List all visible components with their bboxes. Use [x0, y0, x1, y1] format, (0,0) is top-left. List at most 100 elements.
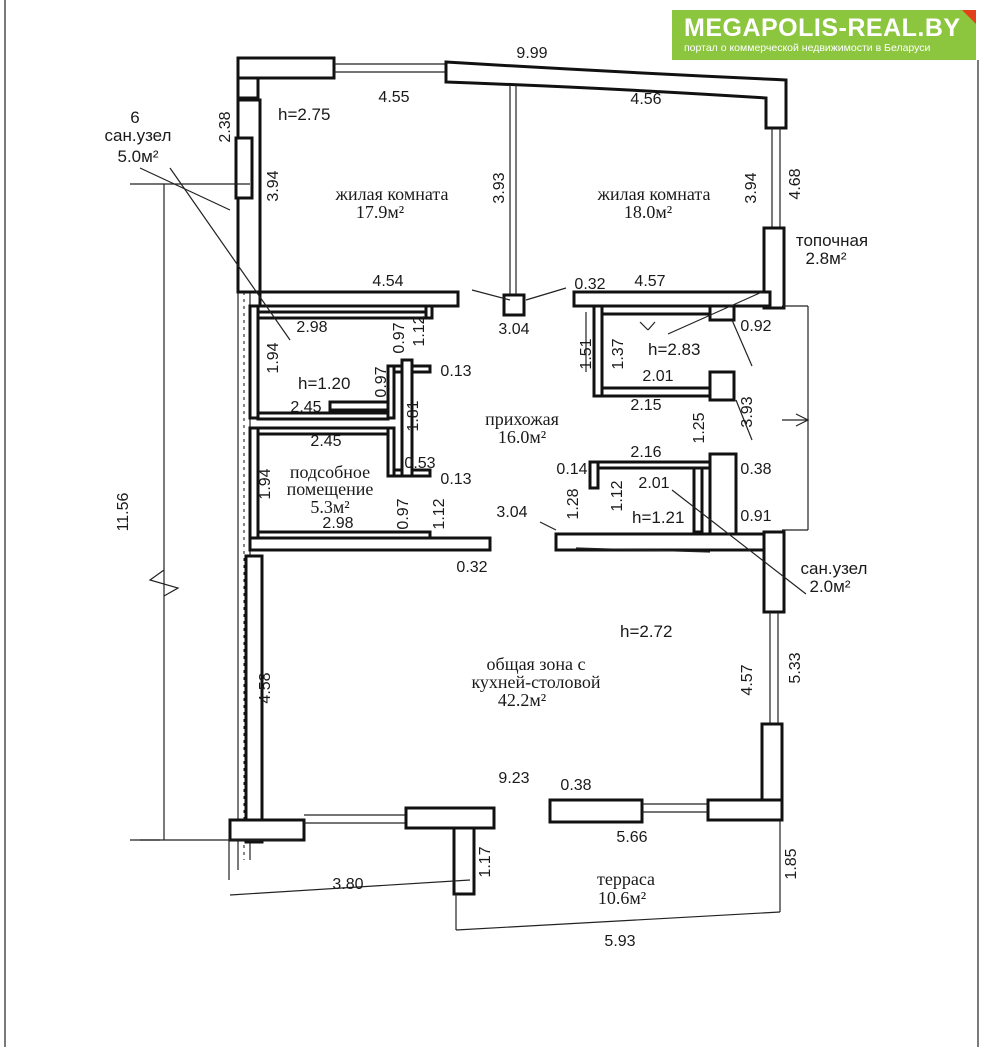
dim-label: 9.23 — [498, 770, 529, 787]
boiler-block — [585, 304, 810, 531]
wall-bottom-right — [548, 798, 644, 824]
dim-label: 9.99 — [516, 45, 547, 62]
height-living1: h=2.75 — [278, 105, 330, 124]
dim-label: 3.93 — [491, 172, 508, 203]
wall-living1-bottom — [258, 290, 460, 308]
dim-label: 2.01 — [638, 475, 669, 492]
boiler-name: топочная — [796, 231, 868, 250]
dim-label: 2.16 — [630, 444, 661, 461]
living2-area: 18.0м² — [624, 202, 672, 222]
wall-bottom-mid — [404, 806, 496, 830]
wall-living2-bottom — [572, 290, 772, 308]
wall-hall-bottom-left — [248, 536, 492, 552]
dim-label: 1.28 — [565, 488, 582, 519]
dim-label: 11.56 — [115, 492, 132, 531]
dimension-lines — [130, 167, 807, 931]
dim-label: 3.94 — [743, 172, 760, 203]
wall-right-lower — [706, 612, 784, 822]
bath2-area: 2.0м² — [810, 577, 851, 596]
dim-label: 0.97 — [373, 366, 390, 397]
hall-area: 16.0м² — [498, 427, 546, 447]
dim-label: 1.12 — [411, 315, 428, 346]
logo-subtitle: портал о коммерческой недвижимости в Бел… — [684, 42, 931, 54]
dim-label: 5.66 — [616, 829, 647, 846]
wall-right-upper — [762, 128, 786, 310]
living1-name: жилая комната — [335, 184, 449, 204]
dim-label: 0.92 — [740, 318, 771, 335]
dim-label: 4.68 — [787, 168, 804, 199]
terrace-post — [452, 826, 476, 896]
height-bath1: h=1.20 — [298, 374, 350, 393]
dim-label: 3.04 — [498, 321, 529, 338]
dim-label: 0.97 — [395, 498, 412, 529]
dim-label: 3.80 — [332, 876, 363, 893]
bath2-block — [588, 452, 786, 614]
bath1-area: 5.0м² — [118, 147, 159, 166]
top-wall — [236, 56, 788, 130]
logo-title: MEGAPOLIS-REAL.BY — [684, 14, 961, 42]
dimension-labels: 9.99 4.55 4.56 4.54 0.32 4.57 2.98 3.04 … — [290, 45, 771, 950]
dim-label: 4.58 — [257, 672, 274, 703]
wall-left-lower — [244, 554, 264, 844]
dim-label: 4.57 — [739, 664, 756, 695]
living2-name: жилая комната — [597, 184, 711, 204]
dim-label: 1.94 — [257, 468, 274, 499]
dim-label: 5.93 — [604, 933, 635, 950]
bath2-name: сан.узел — [801, 559, 868, 578]
dim-label: 0.91 — [740, 508, 771, 525]
height-bath2: h=1.21 — [632, 508, 684, 527]
dim-label: 1.81 — [405, 400, 422, 431]
dim-label: 0.53 — [404, 455, 435, 472]
common-name-2: кухней-столовой — [471, 672, 600, 692]
common-area: 42.2м² — [498, 690, 546, 710]
dim-label: 0.32 — [574, 276, 605, 293]
terrace-name: терраса — [597, 869, 655, 889]
dim-label: 1.51 — [578, 338, 595, 369]
bath1-block — [248, 304, 434, 421]
dim-label: 2.98 — [296, 319, 327, 336]
dim-label: 2.98 — [322, 515, 353, 532]
dim-label: 4.55 — [378, 89, 409, 106]
height-common: h=2.72 — [620, 622, 672, 641]
dim-label: 0.14 — [556, 461, 587, 478]
height-boiler: h=2.83 — [648, 340, 700, 359]
bath1-number: 6 — [130, 108, 139, 127]
dim-label: 1.37 — [610, 338, 627, 369]
wall-left-notch — [234, 136, 254, 200]
dim-label: 1.12 — [609, 480, 626, 511]
dim-label: 1.12 — [431, 498, 448, 529]
dim-label: 4.57 — [634, 273, 665, 290]
dim-label: 2.45 — [290, 399, 321, 416]
dim-label: 3.93 — [739, 396, 756, 427]
dim-label: 1.25 — [691, 412, 708, 443]
dim-label: 0.38 — [560, 777, 591, 794]
dim-label: 5.33 — [787, 652, 804, 683]
dim-label: 0.13 — [440, 363, 471, 380]
logo-corner-icon — [962, 10, 976, 24]
dim-label: 1.17 — [477, 846, 494, 877]
dim-label: 2.45 — [310, 433, 341, 450]
storage-name-2: помещение — [287, 479, 374, 499]
dim-label: 4.54 — [372, 273, 403, 290]
boiler-area: 2.8м² — [806, 249, 847, 268]
dim-label: 3.94 — [265, 170, 282, 201]
dim-label: 0.38 — [740, 461, 771, 478]
hall-name: прихожая — [485, 409, 559, 429]
dim-label: 2.01 — [642, 368, 673, 385]
dim-label: 0.97 — [391, 322, 408, 353]
dim-label: 2.15 — [630, 397, 661, 414]
storage-name-1: подсобное — [290, 462, 370, 482]
dim-label: 0.13 — [440, 471, 471, 488]
common-name-1: общая зона с — [487, 654, 586, 674]
dim-label: 3.04 — [496, 504, 527, 521]
site-logo[interactable]: MEGAPOLIS-REAL.BY портал о коммерческой … — [672, 10, 976, 60]
dim-label: 4.56 — [630, 91, 661, 108]
dim-label: 0.32 — [456, 559, 487, 576]
vertical-dimension-labels: 2.38 3.94 3.93 3.94 4.68 1.12 0.97 1.51 … — [115, 111, 804, 879]
storage-area: 5.3м² — [310, 497, 349, 517]
bath1-name: сан.узел — [105, 126, 172, 145]
wall-hall-bottom-right — [554, 532, 784, 552]
wall-bottom-left — [228, 818, 306, 842]
terrace-area: 10.6м² — [598, 888, 646, 908]
